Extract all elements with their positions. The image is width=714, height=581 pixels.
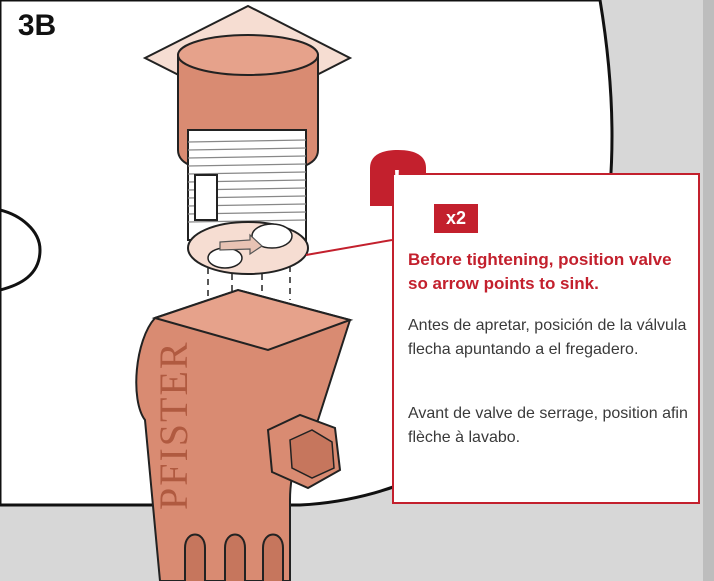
- wrench-grip-slot-1: [184, 533, 206, 581]
- alert-symbol: !: [392, 163, 402, 194]
- instruction-spanish: Antes de apretar, posición de la válvula…: [408, 317, 687, 358]
- instruction-english: Before tightening, position valve so arr…: [408, 250, 672, 293]
- callout-leader: [305, 239, 393, 256]
- wrench-grip-slot-3: [262, 533, 284, 581]
- countertop-edge: [0, 208, 42, 292]
- valve-arrow: [219, 233, 263, 256]
- alert-icon: !: [368, 150, 426, 208]
- page-border: [703, 0, 714, 581]
- instruction-french: Avant de valve de serrage, position afin…: [408, 405, 688, 446]
- wrench-side-hex-face: [289, 429, 335, 479]
- wrench-top-face: [151, 288, 354, 352]
- valve-nut-top: [177, 34, 319, 76]
- wrench-grip-slot-2: [224, 533, 246, 581]
- brand-label: PFISTER: [151, 340, 196, 510]
- step-label: 3B: [6, 6, 68, 46]
- valve-port-right: [251, 223, 293, 249]
- valve-port-left: [207, 247, 243, 269]
- shaft-notch: [194, 174, 218, 221]
- quantity-badge: x2: [434, 204, 478, 233]
